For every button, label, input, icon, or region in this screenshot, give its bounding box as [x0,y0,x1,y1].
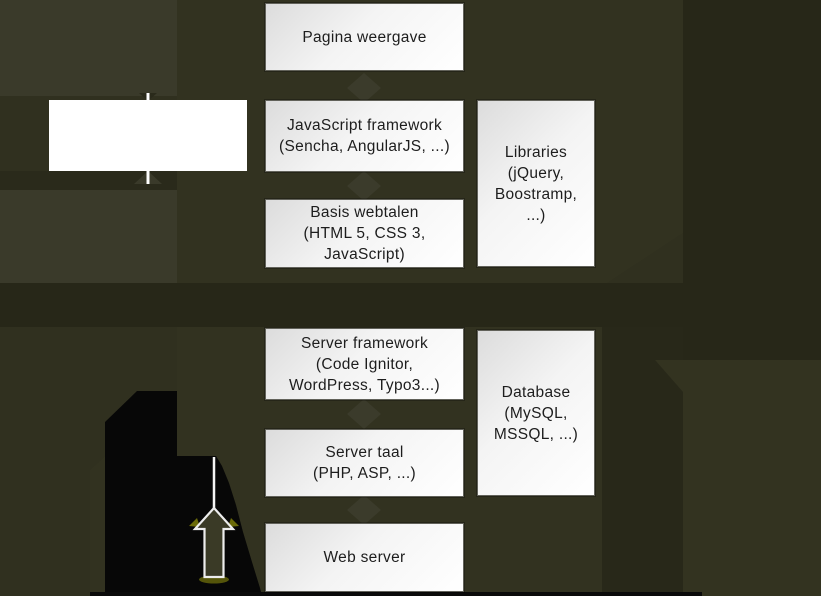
flow-box-label: Server taal (PHP, ASP, ...) [312,444,416,482]
side-box-label: Database (MySQL, MSSQL, ...) [493,383,579,443]
diamond-connector-icon [347,73,381,103]
bg-light-strip-mid-left [0,190,177,283]
bg-dark-band-under-empty-box [0,171,177,190]
tick-connector-bottom [146,171,150,184]
flow-box-server-taal: Server taal (PHP, ASP, ...) [265,429,464,497]
arrow-barb-accent-left [189,518,200,527]
flow-box-label: Web server [323,549,406,566]
diamond-connector-icon [347,171,381,201]
diamond-connector-icon [347,399,381,429]
flow-box-label: Basis webtalen (HTML 5, CSS 3, JavaScrip… [303,204,426,263]
tick-connector-top [146,93,150,101]
diamond-connector-icon [347,495,381,525]
flow-box-web-server: Web server [265,523,464,592]
bottom-black-strip [90,592,702,596]
bg-light-strip-top-left [0,0,177,96]
side-box-label: Libraries (jQuery, Boostramp, ...) [494,143,578,224]
flow-box-label: Pagina weergave [302,28,427,46]
empty-label-box [49,100,247,171]
flow-box-javascript-framework: JavaScript framework (Sencha, AngularJS,… [265,100,464,172]
flow-box-pagina-weergave: Pagina weergave [265,3,464,71]
flow-box-label: JavaScript framework (Sencha, AngularJS,… [279,117,450,155]
bg-dark-column-right [683,0,821,360]
side-box-database: Database (MySQL, MSSQL, ...) [477,330,595,496]
up-arrow-icon [192,506,236,579]
flow-box-basis-webtalen: Basis webtalen (HTML 5, CSS 3, JavaScrip… [265,199,464,268]
bg-light-corner-bottom-right [655,360,821,596]
arrow-barb-accent-right [228,518,239,527]
flow-box-server-framework: Server framework (Code Ignitor, WordPres… [265,328,464,400]
side-box-libraries: Libraries (jQuery, Boostramp, ...) [477,100,595,267]
flow-box-label: Server framework (Code Ignitor, WordPres… [288,334,440,394]
